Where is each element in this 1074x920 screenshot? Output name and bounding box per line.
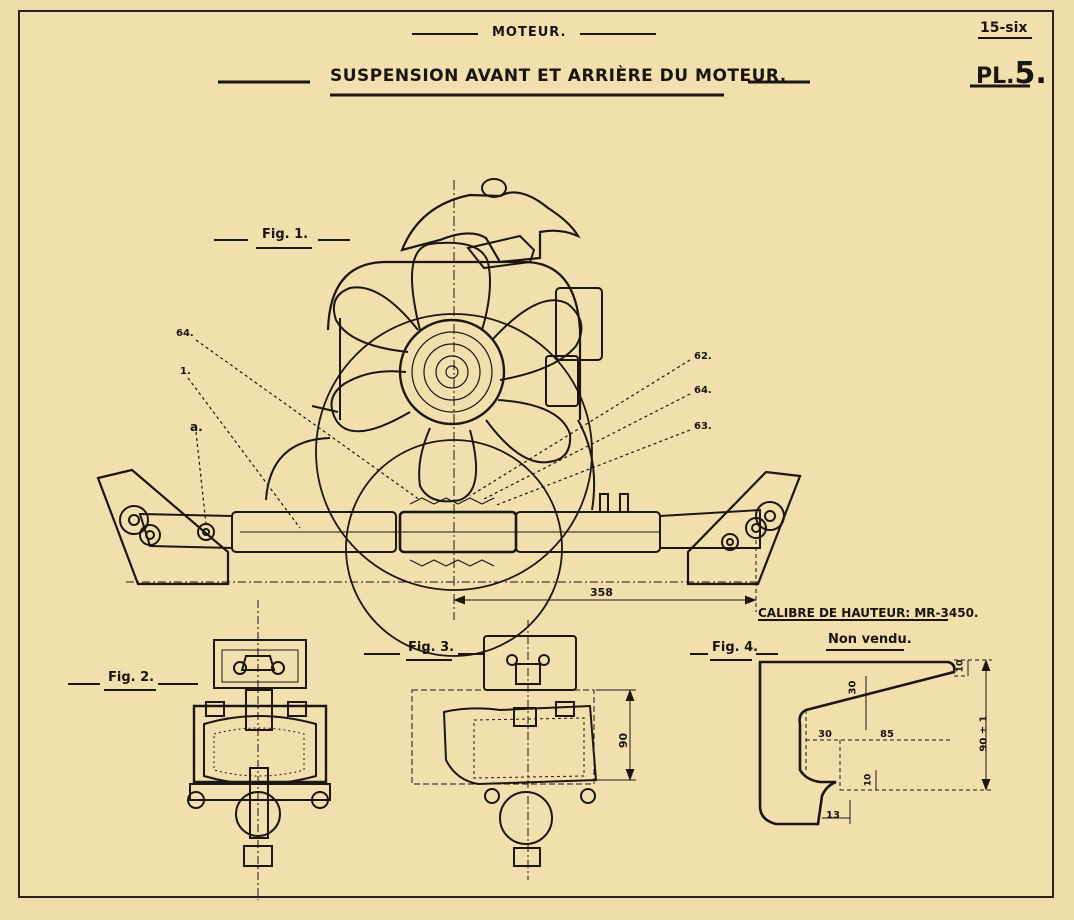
dim-90-fig4: 90 ± 1 (978, 715, 990, 752)
dim-358: 358 (590, 586, 613, 599)
plate-prefix: PL. (976, 64, 1015, 89)
callout-62: 62. (694, 351, 712, 362)
drawing-sheet-border (18, 10, 1054, 898)
dim-30-mid: 30 (818, 729, 832, 740)
page-code: 15-six (980, 20, 1028, 36)
fig3-label: Fig. 3. (408, 640, 455, 655)
section-title: MOTEUR. (492, 25, 567, 40)
fan (330, 241, 583, 503)
callout-64-left: 64. (176, 328, 194, 339)
dim-10-top: 10 (955, 659, 966, 673)
dim-30-top: 30 (847, 680, 859, 695)
header-rules (218, 33, 1032, 97)
dim-90-fig3: 90 (617, 732, 631, 749)
figure-label-rules (68, 239, 778, 691)
dim-85: 85 (880, 729, 894, 740)
callout-1: 1. (180, 366, 191, 377)
fig1-engine-view (96, 178, 802, 657)
plate-value: 5. (1014, 56, 1047, 91)
fig1-label: Fig. 1. (262, 227, 309, 242)
fig2-label: Fig. 2. (108, 670, 155, 685)
fig4-height-gauge (758, 619, 992, 826)
fig2-mount-section (187, 600, 331, 900)
callout-64-right: 64. (694, 385, 712, 396)
fig3-mount-side (411, 620, 636, 880)
plate-number: PL.5. (976, 56, 1047, 91)
drawing-title: SUSPENSION AVANT ET ARRIÈRE DU MOTEUR. (330, 66, 787, 86)
gauge-title: CALIBRE DE HAUTEUR: MR-3450. (758, 606, 979, 620)
fig4-label: Fig. 4. (712, 640, 759, 655)
dim-13: 13 (826, 810, 840, 821)
callout-63: 63. (694, 421, 712, 432)
gauge-subtitle: Non vendu. (828, 632, 912, 647)
callout-a: a. (190, 420, 203, 434)
dim-10-bottom: 10 (863, 773, 874, 787)
